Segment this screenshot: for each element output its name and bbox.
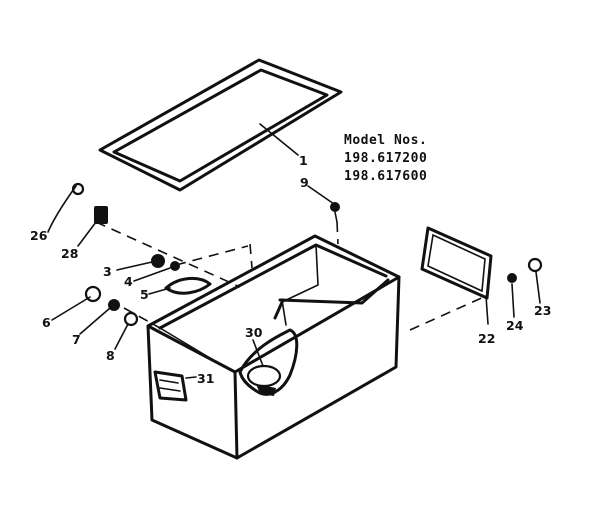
callout-28: 28 bbox=[61, 246, 78, 261]
parts-hardware bbox=[71, 182, 543, 327]
callout-7: 7 bbox=[72, 332, 81, 347]
callout-6: 6 bbox=[42, 315, 51, 330]
model-heading: Model Nos. bbox=[344, 133, 428, 148]
door-panel bbox=[420, 226, 493, 300]
model-numbers: Model Nos. 198.617200 198.617600 bbox=[344, 132, 427, 186]
callout-3: 3 bbox=[103, 264, 112, 279]
callout-23: 23 bbox=[534, 303, 551, 318]
callout-31: 31 bbox=[197, 371, 214, 386]
leader-lines bbox=[47, 123, 541, 379]
model-number-1: 198.617200 bbox=[344, 151, 428, 166]
chest-body bbox=[146, 234, 401, 460]
callout-26: 26 bbox=[30, 228, 48, 243]
callout-30: 30 bbox=[245, 325, 263, 340]
callout-9: 9 bbox=[300, 175, 309, 190]
callout-8: 8 bbox=[106, 348, 115, 363]
callout-labels: 1 9 26 28 3 4 5 6 7 8 30 31 22 24 23 bbox=[30, 153, 551, 386]
model-number-2: 198.617600 bbox=[344, 169, 428, 184]
callout-5: 5 bbox=[140, 287, 149, 302]
assembly-lines bbox=[95, 221, 487, 331]
callout-24: 24 bbox=[506, 318, 524, 333]
callout-4: 4 bbox=[124, 274, 133, 289]
lid-gasket bbox=[98, 58, 343, 192]
callout-22: 22 bbox=[478, 331, 495, 346]
callout-1: 1 bbox=[299, 153, 308, 168]
